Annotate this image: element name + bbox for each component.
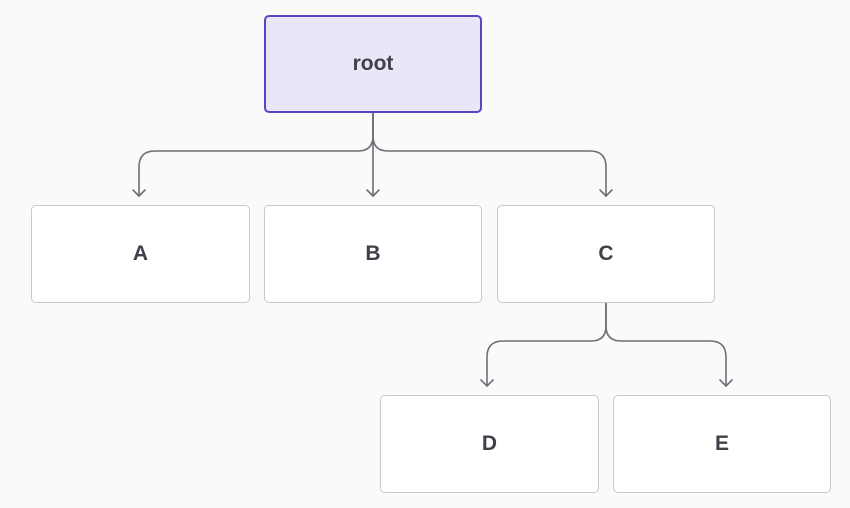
node-root: root xyxy=(264,15,482,113)
edge-root-to-a xyxy=(138,112,374,197)
node-b: B xyxy=(264,205,482,303)
node-a: A xyxy=(31,205,250,303)
arrowhead-d xyxy=(480,379,494,387)
node-b-label: B xyxy=(365,242,381,265)
node-c: C xyxy=(497,205,715,303)
arrowhead-c xyxy=(599,189,613,197)
edge-root-to-c xyxy=(372,112,607,197)
edge-c-to-d xyxy=(486,302,607,387)
arrowhead-e xyxy=(719,379,733,387)
node-e-label: E xyxy=(714,432,729,455)
node-e: E xyxy=(613,395,831,493)
edge-c-to-e xyxy=(605,302,727,387)
node-d-label: D xyxy=(481,432,498,455)
arrowhead-a xyxy=(132,189,146,197)
arrowhead-b xyxy=(366,189,380,197)
node-a-label: A xyxy=(132,242,149,265)
node-root-label: root xyxy=(352,52,394,75)
node-d: D xyxy=(380,395,599,493)
node-c-label: C xyxy=(598,242,614,265)
